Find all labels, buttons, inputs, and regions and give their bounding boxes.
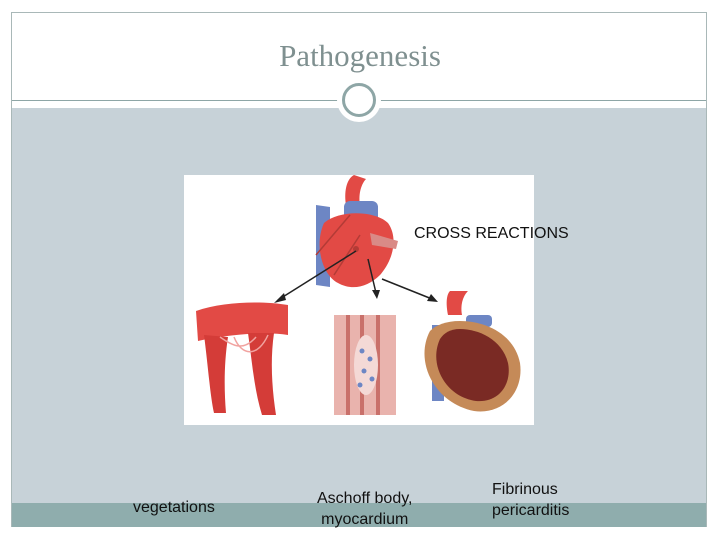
caption-fibrinous-pericarditis: Fibrinous pericarditis [492,479,569,521]
valve-illustration [196,302,288,415]
caption-fibrinous-line-1: Fibrinous [492,481,558,498]
slide-title: Pathogenesis [279,38,441,73]
caption-aschoff-line-2: myocardium [321,511,409,528]
caption-aschoff-line-1: Aschoff body, [317,490,413,507]
figure-svg [196,175,521,415]
cross-reaction-arrows [277,250,433,301]
cross-reactions-label: CROSS REACTIONS [414,225,569,242]
caption-vegetations: vegetations [133,499,215,516]
connector-ring-icon [337,78,381,122]
caption-aschoff-body: Aschoff body, myocardium [317,488,412,530]
myocardium-section-illustration [334,315,396,415]
heart-illustration [315,175,398,288]
pericardium-heart-illustration [424,291,521,412]
pathogenesis-figure [184,175,534,425]
caption-fibrinous-line-2: pericarditis [492,502,570,519]
footer-band [12,503,706,527]
